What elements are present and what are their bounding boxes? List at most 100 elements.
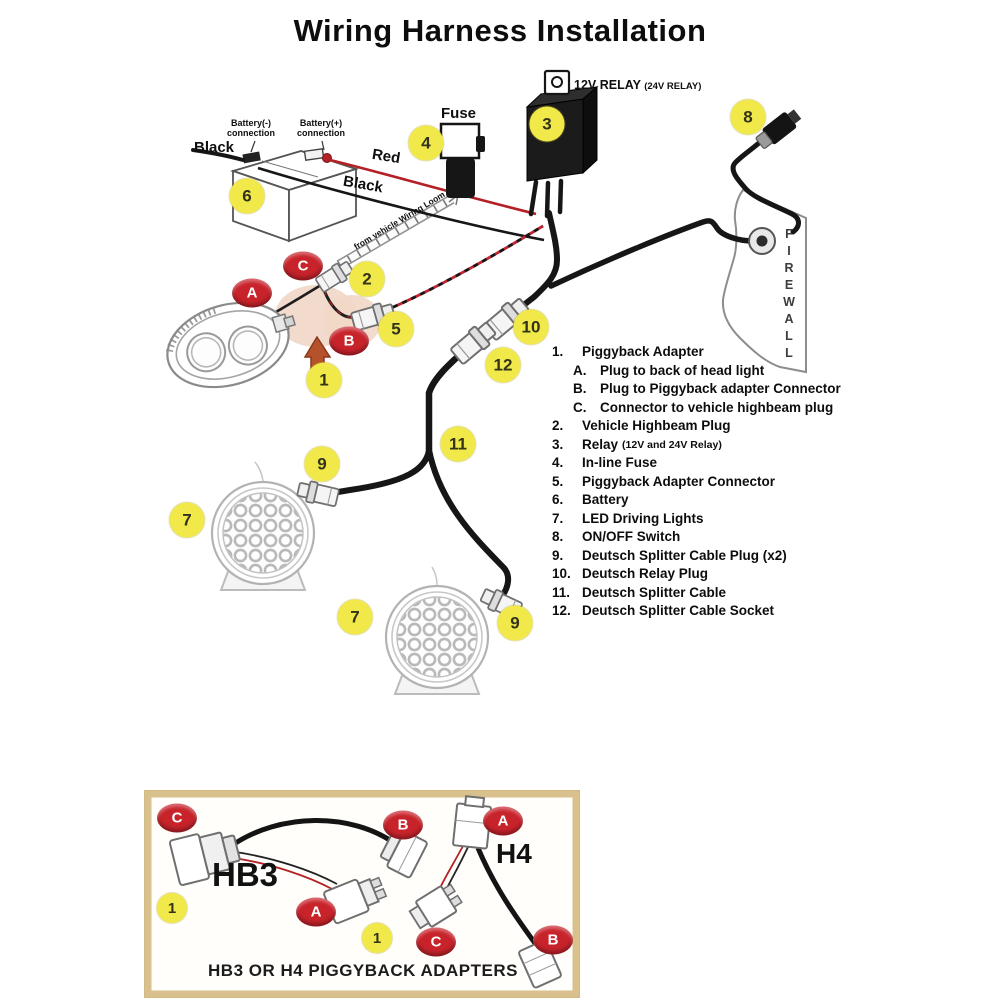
legend-text: Piggyback Adapter Connector: [582, 473, 776, 489]
marker-A: A: [232, 278, 272, 308]
marker-B-panel-h4: B: [533, 925, 573, 955]
marker-5: 5: [378, 311, 414, 347]
led-light-1: [210, 461, 316, 591]
legend-item-1a: A. Plug to back of head light: [552, 362, 841, 381]
legend-num: 8.: [552, 529, 564, 544]
legend-item-9: 9. Deutsch Splitter Cable Plug (x2): [552, 547, 841, 566]
marker-A-panel-h4: A: [483, 806, 523, 836]
fuse-label: Fuse: [441, 105, 477, 122]
legend-num: 7.: [552, 510, 564, 526]
marker-9b: 9: [497, 605, 533, 641]
legend-num: 3.: [552, 436, 564, 452]
legend-text: ON/OFF Switch: [582, 529, 681, 544]
marker-C-panel-h4: C: [416, 927, 456, 957]
legend-num: 5.: [552, 473, 564, 489]
battery-negative-label: Battery(-) connection: [227, 118, 275, 138]
marker-C-panel-hb3: C: [157, 803, 197, 833]
legend-num: B.: [573, 381, 587, 396]
marker-1-panel-hb3: 1: [157, 893, 187, 923]
hb3-label: HB3: [212, 856, 279, 893]
legend-text: Battery: [582, 492, 629, 507]
legend-num: 10.: [552, 566, 571, 581]
switch-graphic: [755, 109, 802, 149]
legend-item-8: 8. ON/OFF Switch: [552, 528, 841, 547]
marker-7a: 7: [169, 502, 205, 538]
legend-text: LED Driving Lights: [582, 510, 704, 526]
marker-12: 12: [485, 347, 521, 383]
legend-item-7: 7. LED Driving Lights: [552, 510, 841, 529]
legend: 1. Piggyback Adapter A. Plug to back of …: [552, 343, 841, 621]
legend-item-10: 10. Deutsch Relay Plug: [552, 565, 841, 584]
marker-7b: 7: [337, 599, 373, 635]
battery-black-label: Black: [194, 139, 235, 156]
marker-2: 2: [349, 261, 385, 297]
firewall-graphic: [721, 188, 807, 374]
legend-item-5: 5. Piggyback Adapter Connector: [552, 473, 841, 492]
legend-num: 6.: [552, 492, 564, 507]
legend-text: Vehicle Highbeam Plug: [582, 418, 731, 433]
legend-num: A.: [573, 362, 587, 378]
legend-text: In-line Fuse: [582, 455, 658, 470]
piggyback-adapter-wires: [275, 224, 544, 319]
legend-item-1c: C. Connector to vehicle highbeam plug: [552, 399, 841, 418]
legend-num: 12.: [552, 603, 571, 618]
marker-A-panel-hb3: A: [296, 897, 336, 927]
relay-label: 12V RELAY (24V RELAY): [574, 78, 701, 92]
legend-text: Connector to vehicle highbeam plug: [600, 399, 834, 415]
legend-item-12: 12. Deutsch Splitter Cable Socket: [552, 602, 841, 621]
legend-item-3: 3. Relay (12V and 24V Relay): [552, 436, 841, 455]
legend-text: Relay: [582, 436, 619, 452]
battery-negative-line1: Battery(-): [231, 118, 272, 128]
legend-text: Piggyback Adapter: [582, 344, 704, 359]
legend-item-4: 4. In-line Fuse: [552, 454, 841, 473]
led-light-2: [384, 566, 490, 695]
battery-wires: [257, 158, 545, 242]
marker-C: C: [283, 251, 323, 281]
legend-num: 2.: [552, 418, 564, 433]
marker-6: 6: [229, 178, 265, 214]
legend-item-11: 11. Deutsch Splitter Cable: [552, 584, 841, 603]
fuse-graphic: [439, 122, 485, 198]
marker-1: 1: [306, 362, 342, 398]
battery-graphic: [191, 140, 359, 243]
legend-num: 1.: [552, 344, 564, 359]
legend-num: 4.: [552, 455, 564, 470]
legend-num: C.: [573, 399, 587, 415]
battery-positive-line1: Battery(+): [299, 118, 343, 128]
marker-B-panel-hb3: B: [383, 810, 423, 840]
legend-num: 9.: [552, 547, 564, 563]
legend-text: Deutsch Splitter Cable Plug (x2): [582, 547, 787, 563]
marker-3: 3: [529, 106, 565, 142]
legend-text: Deutsch Relay Plug: [582, 566, 709, 581]
firewall-label: FIREWALL: [782, 227, 796, 363]
marker-9a: 9: [304, 446, 340, 482]
legend-item-6: 6. Battery: [552, 491, 841, 510]
marker-11: 11: [440, 426, 476, 462]
legend-num: 11.: [552, 584, 571, 600]
h4-label: H4: [496, 838, 532, 869]
grommet-graphic: [748, 227, 776, 255]
battery-positive-label: Battery(+) connection: [297, 118, 345, 138]
marker-1-panel-h4: 1: [362, 923, 392, 953]
legend-text: Plug to back of head light: [600, 362, 765, 378]
battery-negative-line2: connection: [227, 128, 276, 138]
legend-item-1b: B. Plug to Piggyback adapter Connector: [552, 380, 841, 399]
marker-4: 4: [408, 125, 444, 161]
relay-label-main: 12V RELAY: [574, 78, 641, 92]
legend-text: Plug to Piggyback adapter Connector: [600, 381, 841, 396]
legend-item-2: 2. Vehicle Highbeam Plug: [552, 417, 841, 436]
battery-positive-line2: connection: [297, 128, 346, 138]
marker-8: 8: [730, 99, 766, 135]
marker-10: 10: [513, 309, 549, 345]
page-title: Wiring Harness Installation: [293, 13, 707, 48]
relay-label-sub: (24V RELAY): [644, 81, 702, 92]
legend-text: Deutsch Splitter Cable: [582, 584, 727, 600]
headlight-graphic: [166, 301, 296, 389]
legend-text: Deutsch Splitter Cable Socket: [582, 603, 775, 618]
legend-item-1: 1. Piggyback Adapter: [552, 343, 841, 362]
relay-graphic: [525, 69, 599, 219]
wiring-cables: [335, 131, 801, 598]
adapter-panel-caption: HB3 OR H4 PIGGYBACK ADAPTERS: [208, 961, 518, 980]
marker-B: B: [329, 326, 369, 356]
